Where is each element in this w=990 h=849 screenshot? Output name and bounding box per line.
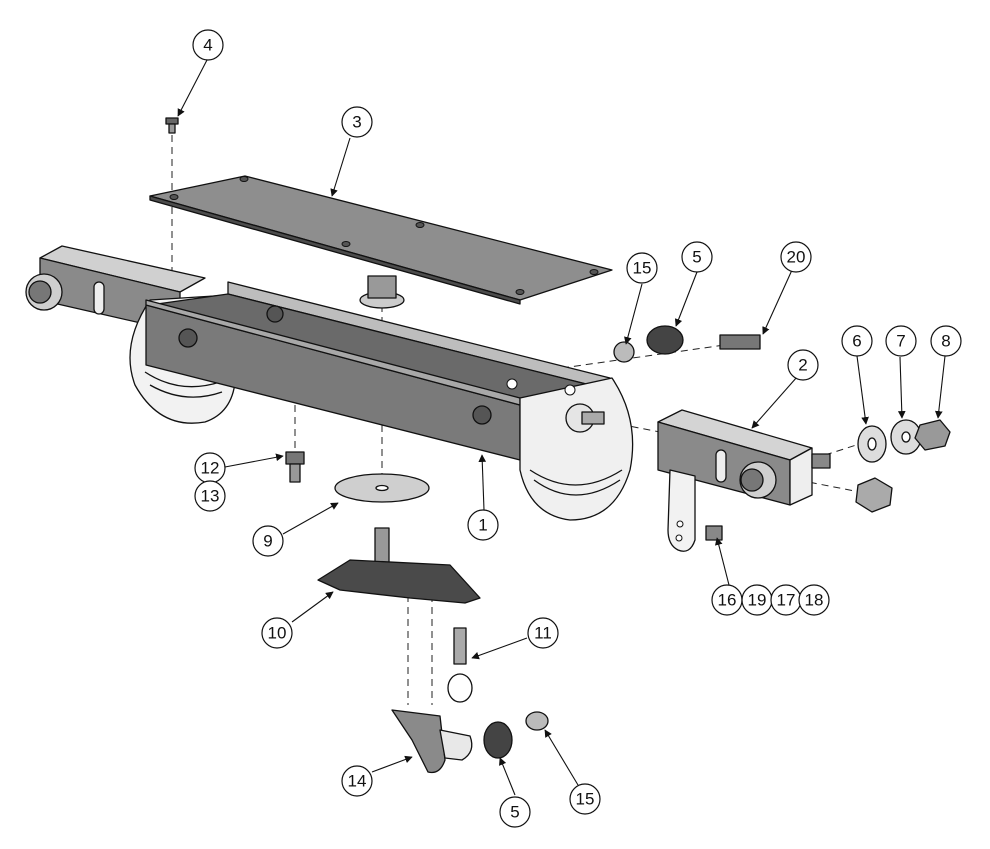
callout-balloon: 15 bbox=[569, 783, 601, 815]
cover-plate bbox=[149, 175, 613, 305]
callout-balloon: 3 bbox=[341, 106, 373, 138]
callout-balloon: 15 bbox=[626, 252, 658, 284]
callout-label: 4 bbox=[203, 36, 212, 55]
callout-balloon: 14 bbox=[341, 765, 373, 797]
callout-balloon: 5 bbox=[499, 796, 531, 828]
callout-label: 16 bbox=[718, 591, 737, 610]
callout-label: 5 bbox=[510, 803, 519, 822]
right-crossbar-tube bbox=[657, 409, 831, 552]
callout-label: 18 bbox=[805, 591, 824, 610]
callout-balloon: 8 bbox=[930, 325, 962, 357]
main-channel-frame bbox=[129, 281, 634, 521]
callout-label: 3 bbox=[352, 113, 361, 132]
callout-balloon: 17 bbox=[770, 584, 802, 616]
callout-balloon: 13 bbox=[194, 480, 226, 512]
callout-balloon: 9 bbox=[252, 525, 284, 557]
callout-label: 20 bbox=[787, 248, 806, 267]
callout-label: 1 bbox=[478, 516, 487, 535]
hardware bbox=[285, 275, 951, 774]
callout-label: 19 bbox=[748, 591, 767, 610]
callout-balloon: 12 bbox=[194, 452, 226, 484]
callout-balloon: 1 bbox=[467, 509, 499, 541]
callout-balloon: 7 bbox=[885, 325, 917, 357]
callout-balloon: 2 bbox=[787, 349, 819, 381]
callout-balloon: 4 bbox=[192, 29, 224, 61]
callout-label: 17 bbox=[777, 591, 796, 610]
callout-balloon: 11 bbox=[527, 617, 559, 649]
callout-label: 9 bbox=[263, 532, 272, 551]
callout-label: 14 bbox=[348, 772, 367, 791]
callout-balloon: 6 bbox=[841, 325, 873, 357]
callout-balloon: 18 bbox=[798, 584, 830, 616]
screw bbox=[165, 117, 179, 134]
callout-label: 8 bbox=[941, 332, 950, 351]
callout-label: 11 bbox=[534, 624, 552, 643]
callout-label: 10 bbox=[268, 624, 287, 643]
callout-label: 13 bbox=[201, 487, 220, 506]
callout-label: 15 bbox=[576, 790, 595, 809]
callout-label: 15 bbox=[633, 259, 652, 278]
callout-label: 12 bbox=[201, 459, 220, 478]
callout-label: 2 bbox=[798, 356, 807, 375]
callout-balloon: 10 bbox=[261, 617, 293, 649]
callout-label: 5 bbox=[692, 248, 701, 267]
callout-balloon: 20 bbox=[780, 241, 812, 273]
callout-label: 6 bbox=[852, 332, 861, 351]
callout-balloon: 19 bbox=[741, 584, 773, 616]
callout-balloon: 16 bbox=[711, 584, 743, 616]
leader-lines bbox=[177, 59, 946, 796]
callout-balloon: 5 bbox=[681, 241, 713, 273]
callout-label: 7 bbox=[896, 332, 905, 351]
